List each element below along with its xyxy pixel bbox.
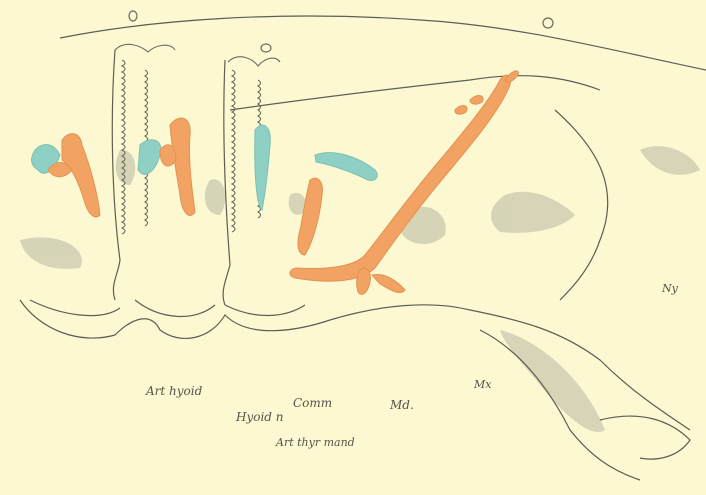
arteries (48, 71, 518, 295)
label-art-thyr-mand: Art thyr mand (276, 436, 355, 449)
label-comm: Comm (293, 396, 332, 410)
outlines (20, 16, 706, 480)
ink-blots (129, 11, 553, 52)
label-mx: Mx (474, 378, 491, 391)
label-art-hyoid: Art hyoid (146, 384, 202, 398)
label-md: Md. (390, 398, 414, 412)
label-hyoid-n: Hyoid n (236, 410, 284, 424)
label-ny: Ny (662, 282, 678, 295)
